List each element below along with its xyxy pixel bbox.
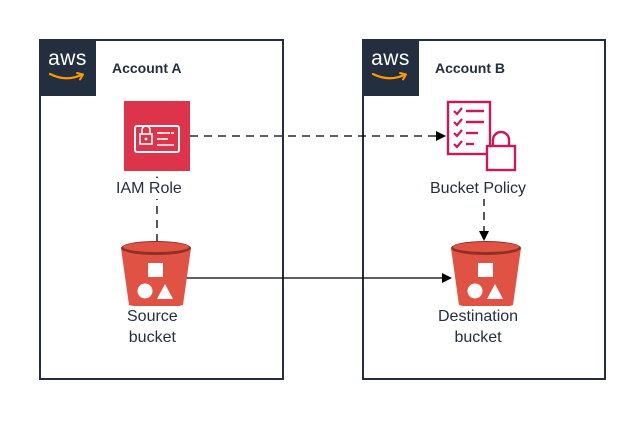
destination-bucket-label-line2: bucket xyxy=(454,329,502,346)
bucket-policy-icon xyxy=(446,100,517,172)
source-bucket-label-line1: Source xyxy=(127,308,178,325)
source-bucket-label: Source bucket xyxy=(126,306,179,348)
aws-logo-text: aws xyxy=(371,47,410,70)
destination-bucket-icon xyxy=(451,241,521,309)
account-a-title: Account A xyxy=(112,60,182,76)
bucket-policy-label: Bucket Policy xyxy=(429,178,528,199)
aws-smile-icon xyxy=(371,72,407,81)
aws-logo-text: aws xyxy=(48,47,87,70)
destination-bucket-label: Destination bucket xyxy=(437,306,520,348)
aws-logo: aws xyxy=(39,39,96,96)
account-b-title: Account B xyxy=(435,60,505,76)
aws-smile-icon xyxy=(48,72,84,81)
source-bucket-icon xyxy=(121,241,191,309)
iam-role-label: IAM Role xyxy=(115,178,183,199)
iam-role-icon xyxy=(124,101,190,171)
aws-logo: aws xyxy=(362,39,419,96)
destination-bucket-label-line1: Destination xyxy=(438,308,519,325)
source-bucket-label-line2: bucket xyxy=(128,329,176,346)
